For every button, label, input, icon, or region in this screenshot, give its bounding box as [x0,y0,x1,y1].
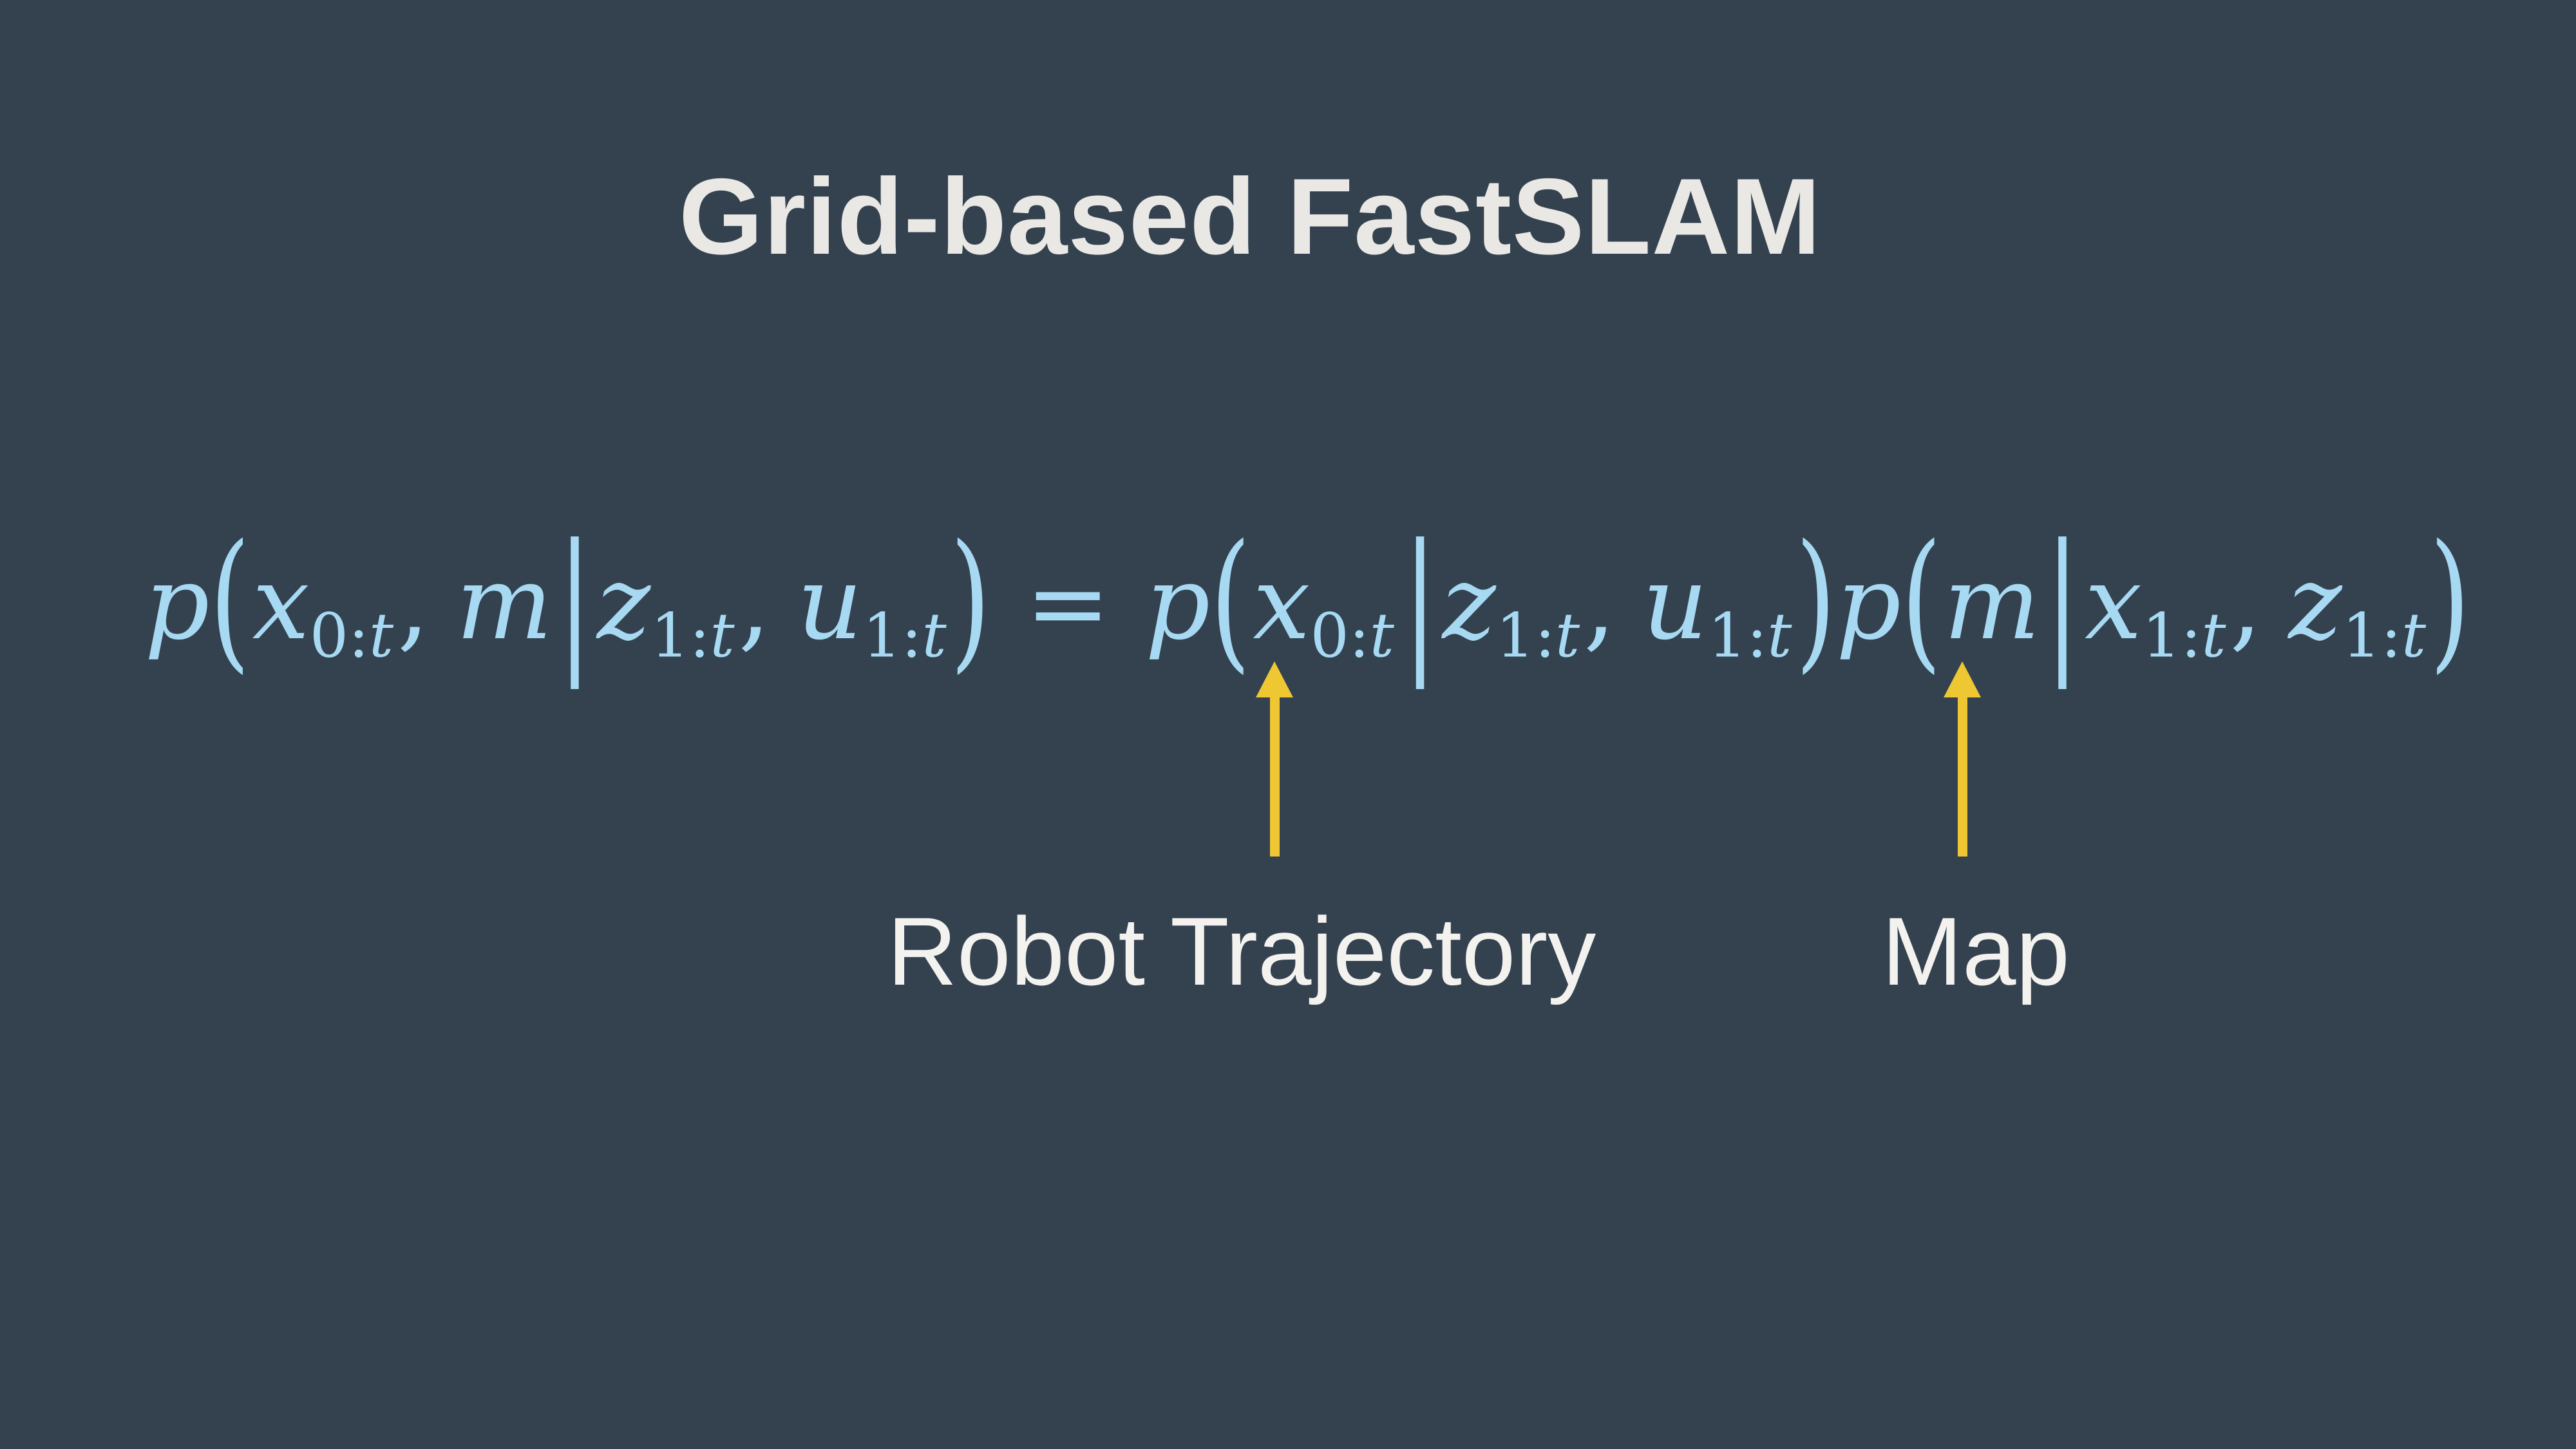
formula-token-comma: , [397,544,430,663]
formula-token-subvar: t [2401,600,2427,672]
formula-token-comma: , [738,544,771,663]
formula: p(x0:t,m|z1:t,u1:t)=p(x0:t|z1:t,u1:t)p(m… [144,525,2470,677]
formula-token-subvar: t [1555,600,1580,672]
formula-token-close: ) [950,512,991,688]
formula-token-close: ) [1795,512,1836,688]
formula-token-bar: | [1403,512,1437,690]
formula-token-subnum: 1: [1495,600,1556,672]
annotation-robot-trajectory: Robot Trajectory [887,897,1596,1005]
formula-token-var: x [2084,544,2143,663]
formula-token-comma: , [1583,544,1616,663]
formula-token-subnum: 1: [2342,600,2401,672]
formula-token-var: z [1442,544,1496,663]
formula-token-comma: , [2230,544,2262,663]
up-arrow-shaft [1269,697,1280,857]
formula-token-var: m [1944,544,2040,663]
formula-token-close: ) [2429,512,2470,688]
formula-token-bar: | [557,512,592,690]
up-arrow-icon [1944,661,1981,857]
up-arrow-shaft [1957,697,1967,857]
formula-token-var: p [144,544,210,663]
formula-token-subvar: t [1767,600,1792,672]
formula-token-subvar: t [922,600,947,672]
formula-token-var: x [252,544,310,663]
annotation-map: Map [1882,897,2070,1005]
formula-token-subnum: 0: [1310,600,1370,672]
formula-token-subvar: t [2201,600,2226,672]
formula-token-var: p [1145,544,1211,663]
formula-token-var: z [596,544,651,663]
formula-token-var: z [2288,544,2342,663]
up-arrow-head [1944,661,1981,697]
up-arrow-icon [1256,661,1293,857]
formula-token-rel: = [1025,544,1111,663]
formula-token-subnum: 1: [650,600,710,672]
formula-token-subnum: 1: [862,600,922,672]
formula-token-open: ( [1210,512,1251,688]
formula-token-var: u [797,544,863,663]
formula-token-subnum: 1: [1707,600,1768,672]
slide-title: Grid-based FastSLAM [679,156,1821,277]
up-arrow-head [1256,661,1293,697]
formula-token-bar: | [2045,512,2080,690]
formula-token-open: ( [1901,512,1942,688]
formula-token-subvar: t [710,600,735,672]
formula-token-open: ( [209,512,251,688]
formula-token-var: u [1642,544,1708,663]
formula-token-subnum: 1: [2142,600,2202,672]
formula-token-var: x [1253,544,1311,663]
formula-token-var: p [1835,544,1902,663]
formula-token-var: m [456,544,553,663]
formula-token-subvar: t [368,600,394,672]
formula-token-subvar: t [1369,600,1394,672]
formula-token-subnum: 0: [309,600,369,672]
